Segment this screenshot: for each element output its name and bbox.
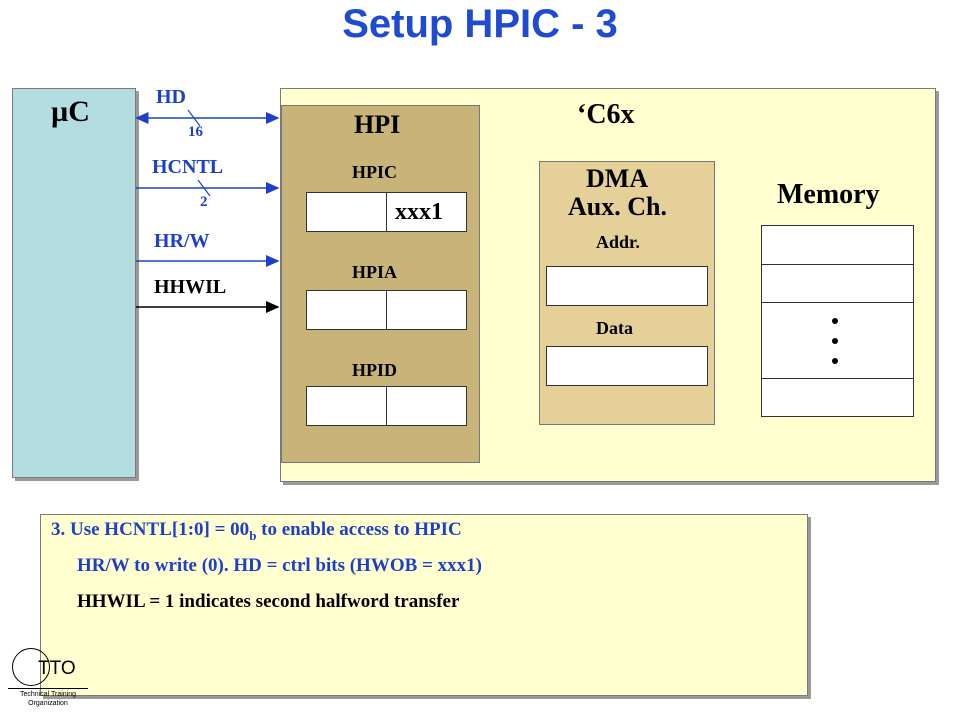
note-line-2: HR/W to write (0). HD = ctrl bits (HWOB … <box>77 555 482 576</box>
hpia-label: HPIA <box>352 262 397 282</box>
dma-data-register <box>546 346 708 386</box>
memory-block <box>761 225 914 417</box>
tto-logo-text: TTO <box>38 658 76 679</box>
hpic-register: xxx1 <box>306 192 467 232</box>
tto-logo-caption-2: Organization <box>28 700 68 707</box>
note-line-3: HHWIL = 1 indicates second halfword tran… <box>77 591 460 612</box>
dma-data-label: Data <box>596 318 633 338</box>
memory-ellipsis-dot <box>832 358 838 364</box>
hpia-register <box>306 290 467 330</box>
page-title: Setup HPIC - 3 <box>342 2 618 46</box>
hpi-label: HPI <box>354 110 401 139</box>
microcontroller-label: µC <box>51 95 90 128</box>
c6x-chip-block: ‘C6x HPI HPIC xxx1 HPIA HPID DMA Aux. Ch… <box>280 88 936 482</box>
tto-logo: TTO Technical Training Organization <box>8 648 88 712</box>
hpid-register <box>306 386 467 426</box>
tto-logo-rule <box>8 688 88 689</box>
memory-ellipsis-dot <box>832 318 838 324</box>
microcontroller-block: µC <box>12 88 136 478</box>
note-line-1: 3. Use HCNTL[1:0] = 00b to enable access… <box>51 519 462 543</box>
dma-aux-channel-label: Aux. Ch. <box>568 192 667 221</box>
hd-bus-slash <box>187 109 201 127</box>
c6x-chip-label: ‘C6x <box>577 99 635 130</box>
hpid-label: HPID <box>352 360 397 380</box>
hpic-value: xxx1 <box>395 199 443 225</box>
hpic-label: HPIC <box>352 162 397 182</box>
explanation-note: 3. Use HCNTL[1:0] = 00b to enable access… <box>40 514 808 696</box>
hcntl-signal-label: HCNTL <box>152 156 224 178</box>
memory-label: Memory <box>777 179 880 210</box>
memory-row <box>762 264 913 265</box>
memory-row <box>762 302 913 303</box>
memory-ellipsis-dot <box>832 338 838 344</box>
hhwil-signal-label: HHWIL <box>154 276 227 298</box>
hcntl-bus-width: 2 <box>200 194 208 210</box>
hpi-block: HPI HPIC xxx1 HPIA HPID <box>281 105 480 463</box>
hd-signal-label: HD <box>156 86 186 108</box>
dma-addr-label: Addr. <box>596 232 640 252</box>
dma-label: DMA <box>586 164 649 193</box>
hcntl-bus-slash <box>197 179 211 197</box>
tto-logo-circle <box>12 648 50 686</box>
memory-row <box>762 378 913 379</box>
hd-bus-width: 16 <box>188 124 203 140</box>
hrw-signal-label: HR/W <box>154 230 210 252</box>
dma-addr-register <box>546 266 708 306</box>
tto-logo-caption-1: Technical Training <box>19 691 77 698</box>
dma-block: DMA Aux. Ch. Addr. Data <box>539 161 715 425</box>
